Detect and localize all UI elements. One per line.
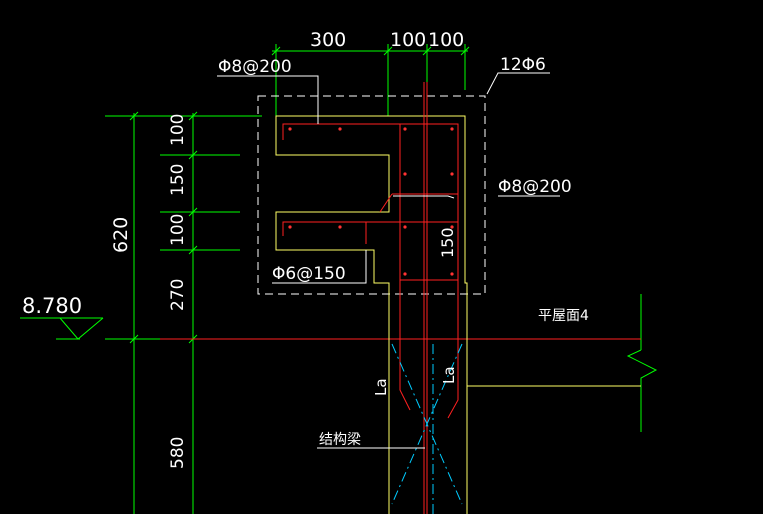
- label-rebar-top-right: 12Φ6: [500, 55, 546, 75]
- label-rebar-top: Φ8@200: [218, 57, 292, 77]
- dim-v-100-b: 100: [168, 214, 188, 246]
- leader-lines: [217, 72, 560, 449]
- dim-v-580: 580: [168, 437, 188, 469]
- dim-v-100-a: 100: [168, 114, 188, 146]
- dim-v-620: 620: [110, 217, 132, 253]
- label-elevation: 8.780: [22, 294, 82, 318]
- label-beam: 结构梁: [319, 432, 361, 448]
- label-rebar-bottom: Φ6@150: [272, 264, 346, 284]
- label-rebar-right: Φ8@200: [498, 177, 572, 197]
- la-right: La: [440, 366, 458, 384]
- dim-v-150: 150: [168, 164, 188, 196]
- dim-v-270: 270: [168, 279, 188, 311]
- dim-100-a: 100: [390, 29, 426, 51]
- rebar-dots: [288, 127, 454, 276]
- dimension-lines: [20, 44, 658, 514]
- dim-inner-150: 150: [438, 227, 457, 258]
- rebar: [282, 82, 459, 514]
- la-left: La: [372, 378, 390, 396]
- label-roof: 平屋面4: [538, 308, 589, 324]
- annotation-labels: Φ8@200 12Φ6 Φ8@200 Φ6@150 8.780 平屋面4 结构梁: [22, 55, 589, 448]
- centerlines: [391, 343, 463, 514]
- dashed-outline: [257, 95, 486, 295]
- dim-100-b: 100: [428, 29, 464, 51]
- dimension-text: 300 100 100 100 150 100 270 620 580 150 …: [110, 29, 464, 469]
- dim-300: 300: [310, 29, 346, 51]
- concrete-profile: [275, 115, 641, 514]
